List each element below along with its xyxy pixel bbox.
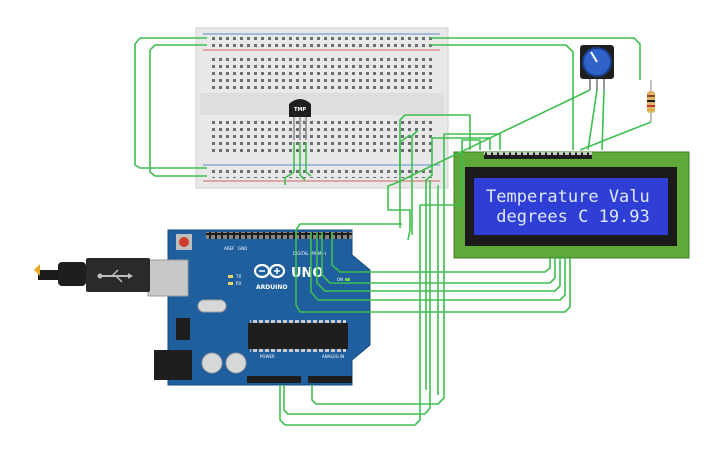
top-rail-holes (212, 36, 432, 42)
wire[interactable] (331, 232, 551, 273)
wire[interactable] (425, 137, 491, 390)
usb-icon (97, 269, 133, 283)
microcontroller-chip (248, 323, 348, 349)
wire[interactable] (316, 232, 561, 292)
wire[interactable] (283, 180, 431, 415)
wire[interactable] (321, 232, 556, 284)
potentiometer-knob-indicator (590, 51, 598, 63)
tx-label: TX (235, 274, 241, 279)
wire[interactable] (587, 89, 598, 151)
wire[interactable] (579, 121, 652, 151)
wire[interactable] (299, 142, 306, 181)
breadboard[interactable] (195, 27, 449, 189)
aref-label: AREF (224, 246, 235, 251)
wire[interactable] (311, 133, 501, 405)
wires[interactable] (134, 37, 652, 426)
wire[interactable] (601, 89, 605, 151)
power-header-label: POWER (260, 354, 275, 359)
lower-terminal-strip (210, 118, 436, 154)
center-channel (200, 93, 444, 115)
lcd-screen (474, 178, 668, 235)
arduino-brand-label: ARDUINO (256, 284, 287, 291)
wire[interactable] (310, 232, 566, 301)
analog-header[interactable] (308, 376, 352, 383)
wire[interactable] (134, 37, 207, 169)
potentiometer[interactable] (580, 45, 614, 90)
lcd-display[interactable]: Temperature Valu degrees C 19.93 (453, 151, 690, 259)
temperature-sensor[interactable]: TMP (289, 99, 311, 140)
lcd-line-2: degrees C 19.93 (486, 207, 650, 227)
upper-terminal-strip (210, 55, 436, 91)
rx-label: RX (236, 281, 242, 286)
wire[interactable] (295, 223, 402, 240)
arduino-model-label: UNO (291, 266, 324, 281)
resistor[interactable] (647, 80, 655, 122)
usb-port[interactable] (147, 259, 189, 297)
wire[interactable] (305, 142, 312, 177)
wire[interactable] (411, 129, 419, 235)
wire[interactable] (284, 142, 295, 185)
analog-header-label: ANALOG IN (322, 354, 344, 359)
gnd-label: GND (238, 246, 247, 251)
lcd-line-1: Temperature Valu (486, 187, 650, 207)
power-header[interactable] (247, 376, 301, 383)
wire[interactable] (430, 37, 641, 80)
wire[interactable] (149, 44, 207, 177)
bottom-rail-holes (212, 167, 432, 173)
arduino-uno[interactable]: DIGITAL (PWM~) AREF GND TX RX ARDUINO UN… (147, 229, 371, 386)
usb-cable[interactable] (34, 258, 150, 292)
sensor-label: TMP (294, 107, 306, 113)
wire[interactable] (295, 240, 571, 313)
wire[interactable] (430, 44, 574, 150)
power-jack[interactable] (154, 350, 192, 380)
wire[interactable] (387, 89, 591, 241)
digital-header-label: DIGITAL (PWM~) (293, 251, 327, 256)
wire[interactable] (399, 134, 411, 228)
wire[interactable] (399, 114, 471, 175)
arduino-logo-icon (253, 263, 286, 279)
on-label: ON (337, 277, 343, 282)
